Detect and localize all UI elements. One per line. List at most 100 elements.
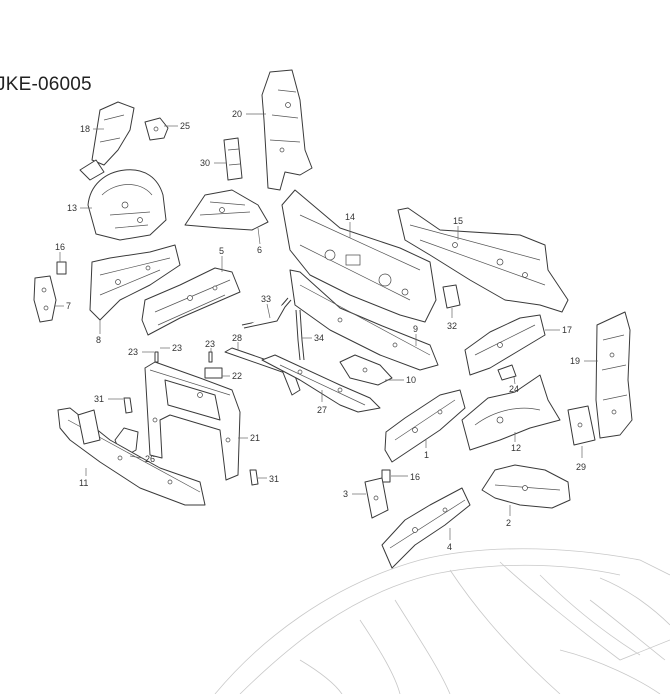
label-29: 29 xyxy=(576,462,586,472)
svg-text:19: 19 xyxy=(570,356,580,366)
svg-text:6: 6 xyxy=(257,245,262,255)
callout-7: 7 xyxy=(55,301,71,311)
svg-text:12: 12 xyxy=(511,443,521,453)
part-17-bracket xyxy=(464,314,546,376)
svg-text:8: 8 xyxy=(96,335,101,345)
callout-2: 2 xyxy=(506,505,511,528)
svg-text:17: 17 xyxy=(562,325,572,335)
callout-23-mid: 23 xyxy=(160,343,182,353)
callout-16-upper: 16 xyxy=(55,242,65,262)
svg-text:21: 21 xyxy=(250,433,260,443)
svg-text:25: 25 xyxy=(180,121,190,131)
label-32: 32 xyxy=(447,321,457,331)
svg-text:3: 3 xyxy=(343,489,348,499)
callout-22: 22 xyxy=(222,371,242,381)
part-23-bolt-left xyxy=(154,351,159,363)
part-16-small-clip-lower xyxy=(381,469,391,483)
part-30-bracket xyxy=(223,137,243,181)
svg-text:23: 23 xyxy=(128,347,138,357)
callout-18: 18 xyxy=(80,124,104,134)
callout-3: 3 xyxy=(343,489,366,499)
svg-text:24: 24 xyxy=(509,384,519,394)
svg-text:20: 20 xyxy=(232,109,242,119)
part-1-side-member xyxy=(384,389,466,463)
svg-text:14: 14 xyxy=(345,212,355,222)
callout-27: 27 xyxy=(317,390,327,415)
part-21-radiator-support xyxy=(144,361,241,481)
svg-text:2: 2 xyxy=(506,518,511,528)
svg-text:28: 28 xyxy=(232,333,242,343)
callout-4: 4 xyxy=(447,528,452,552)
svg-text:31: 31 xyxy=(269,474,279,484)
callout-20: 20 xyxy=(232,109,266,119)
part-16-small-clip xyxy=(56,261,67,275)
svg-text:23: 23 xyxy=(172,343,182,353)
callout-13: 13 xyxy=(67,203,92,213)
callout-17: 17 xyxy=(545,325,572,335)
callout-19: 19 xyxy=(570,356,598,366)
part-31-clip-left xyxy=(123,397,133,414)
part-5-member xyxy=(141,267,241,336)
svg-text:23: 23 xyxy=(205,339,215,349)
part-6-member xyxy=(184,189,269,231)
diagram-title: JKE-06005 xyxy=(0,74,92,95)
part-31-clip-right xyxy=(249,469,259,486)
svg-text:30: 30 xyxy=(200,158,210,168)
svg-text:4: 4 xyxy=(447,542,452,552)
svg-text:1: 1 xyxy=(424,450,429,460)
svg-text:31: 31 xyxy=(94,394,104,404)
callout-9: 9 xyxy=(413,324,418,346)
part-3-bracket xyxy=(364,477,389,519)
part-20-panel xyxy=(261,69,313,191)
label-16-lower: 16 xyxy=(410,472,420,482)
part-10-bracket xyxy=(339,354,393,386)
callouts: 20 30 18 25 13 6 xyxy=(55,109,598,552)
part-25-plate xyxy=(144,117,169,141)
callout-31-right: 31 xyxy=(258,474,279,484)
svg-text:34: 34 xyxy=(314,333,324,343)
callout-25: 25 xyxy=(164,121,190,131)
part-2-lower-bracket xyxy=(481,464,571,509)
part-9-cross-member xyxy=(289,269,439,371)
part-32-plate xyxy=(442,284,461,309)
callouts-extra: 33 32 29 16 xyxy=(410,321,586,482)
part-15-cross-member xyxy=(397,207,569,313)
part-8-side-member xyxy=(89,244,181,321)
svg-text:26: 26 xyxy=(145,454,155,464)
svg-text:5: 5 xyxy=(219,246,224,256)
part-27-tie-bar xyxy=(261,354,381,413)
callout-23-right: 23 xyxy=(205,339,215,352)
part-18-upper-bracket xyxy=(91,101,135,166)
part-12-inner-fender xyxy=(461,374,561,451)
callout-11: 11 xyxy=(79,468,88,488)
part-34-brace-rod xyxy=(295,309,305,361)
callout-15: 15 xyxy=(453,216,463,240)
part-4-lower-member xyxy=(381,487,471,569)
car-body-outline xyxy=(214,548,670,695)
svg-text:11: 11 xyxy=(79,478,88,488)
svg-text:10: 10 xyxy=(406,375,416,385)
part-24-bracket xyxy=(497,364,517,381)
callout-14: 14 xyxy=(345,212,355,238)
part-13-wheelhouse xyxy=(79,159,167,241)
part-29-bracket xyxy=(567,405,596,446)
callout-1: 1 xyxy=(424,440,429,460)
part-23-bolt-center xyxy=(208,351,213,363)
callout-8: 8 xyxy=(96,320,101,345)
callout-6: 6 xyxy=(257,227,262,255)
part-14-cowl-panel xyxy=(281,189,437,323)
svg-text:22: 22 xyxy=(232,371,242,381)
callout-21: 21 xyxy=(238,433,260,443)
part-33-brace-rod xyxy=(241,297,292,329)
part-7-bracket xyxy=(33,275,57,323)
callout-26: 26 xyxy=(129,454,155,464)
callout-23-left: 23 xyxy=(128,347,154,357)
callout-10: 10 xyxy=(385,375,416,385)
svg-text:15: 15 xyxy=(453,216,463,226)
part-22-plate xyxy=(204,367,223,379)
svg-text:13: 13 xyxy=(67,203,77,213)
part-19-side-panel xyxy=(595,311,633,439)
callout-24: 24 xyxy=(509,376,519,394)
